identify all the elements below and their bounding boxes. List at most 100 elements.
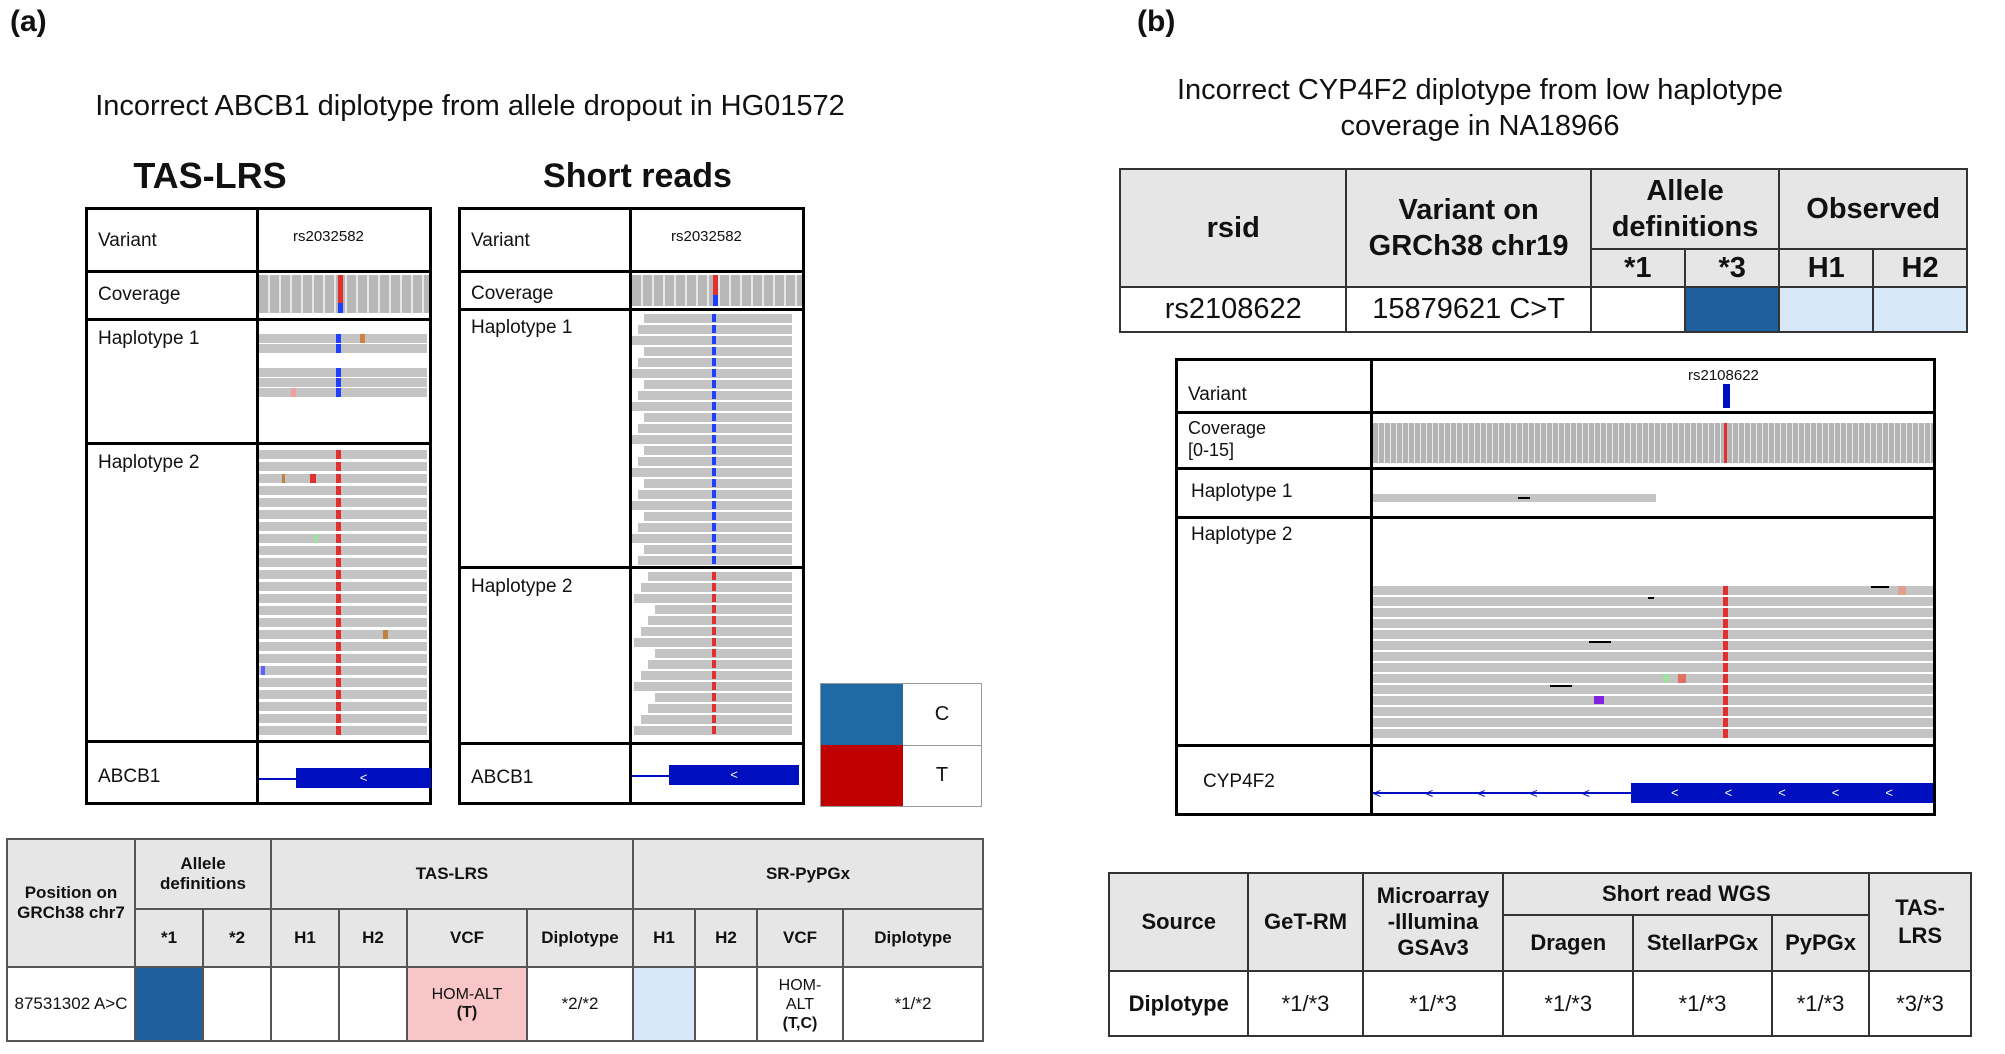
haplotype2-label: Haplotype 2 — [1191, 524, 1293, 545]
header-stellarpgx: StellarPGx — [1632, 914, 1773, 972]
gene-label: ABCB1 — [98, 766, 161, 787]
mismatch-mark — [1678, 674, 1686, 683]
subheader: *1 — [134, 908, 204, 968]
haplotype1-label: Haplotype 1 — [98, 328, 200, 349]
header-rsid: rsid — [1118, 168, 1348, 288]
read — [641, 583, 792, 592]
read — [644, 479, 792, 488]
tas-h2-empty — [338, 966, 408, 1042]
read — [644, 347, 792, 356]
diplotype-stellarpgx: *1/*3 — [1632, 970, 1773, 1037]
allele-mark-c — [712, 413, 716, 421]
read — [259, 570, 427, 579]
allele-mark-t — [1723, 619, 1728, 628]
read — [259, 582, 427, 591]
star3-filled — [1684, 286, 1781, 333]
allele-mark-c — [712, 545, 716, 553]
panel-b-title-line2: coverage in NA18966 — [1340, 110, 1620, 142]
allele-mark-t — [336, 486, 341, 495]
allele-mark-t — [1723, 652, 1728, 661]
allele-mark-c — [712, 391, 716, 399]
header-tas-line2: LRS — [1898, 923, 1943, 948]
read — [644, 314, 792, 323]
header-microarray-line3: GSAv3 — [1397, 935, 1469, 960]
read — [259, 654, 427, 663]
coverage-label-line2: [0-15] — [1188, 440, 1235, 460]
header-getrm: GeT-RM — [1247, 872, 1364, 972]
allele-mark-t — [712, 583, 716, 591]
allele-mark-t — [336, 558, 341, 567]
allele-mark-t — [1723, 608, 1728, 617]
allele-mark-t — [336, 546, 341, 555]
allele-mark-t — [1723, 641, 1728, 650]
allele-mark-c — [712, 446, 716, 454]
variant-label: Variant — [1188, 384, 1247, 405]
insertion-mark — [1594, 696, 1604, 704]
read — [644, 446, 792, 455]
sr-vcf-line3: (T,C) — [782, 1014, 818, 1032]
gene-intron-line — [632, 775, 672, 777]
allele-mark-t — [712, 616, 716, 624]
tas-lrs-caption: TAS-LRS — [133, 155, 287, 196]
read — [641, 715, 792, 724]
legend-label-c: C — [903, 684, 981, 746]
sr-vcf-cell: HOM-ALT(T,C) — [756, 966, 844, 1042]
allele-mark-c — [712, 380, 716, 388]
read — [648, 660, 792, 669]
position-cell: 87531302 A>C — [6, 966, 136, 1042]
allele-mark-c — [712, 457, 716, 465]
allele-mark-c — [712, 479, 716, 487]
header-tas-lrs: TAS-LRS — [270, 838, 634, 910]
variant-rsid: rs2032582 — [293, 228, 364, 245]
allele-mark-t — [336, 594, 341, 603]
read — [259, 498, 427, 507]
header-variant-line1: Variant on — [1398, 194, 1539, 226]
allele-mark-t — [336, 450, 341, 459]
haplotype1-read — [1373, 494, 1656, 502]
deletion-mark — [1648, 597, 1654, 599]
allele-mark-t — [336, 690, 341, 699]
diplotype-tas-lrs: *3/*3 — [1868, 970, 1972, 1037]
coverage-track — [1373, 423, 1933, 463]
allele-mark-c — [712, 435, 716, 443]
allele-mark-c — [712, 424, 716, 432]
allele-mark-t — [1723, 674, 1728, 683]
header-allele-line1: Allele — [1646, 175, 1724, 207]
diplotype-getrm: *1/*3 — [1247, 970, 1364, 1037]
gene-intron-arrows: <<<<< — [1373, 785, 1634, 801]
rsid-cell: rs2108622 — [1118, 286, 1348, 333]
allele-mark-t — [336, 510, 341, 519]
coverage-label-line1: Coverage — [1188, 418, 1267, 438]
allele-mark-c — [712, 534, 716, 542]
read — [1373, 696, 1933, 705]
coverage-blue-bar — [713, 295, 718, 306]
read — [259, 690, 427, 699]
subheader: VCF — [756, 908, 844, 968]
allele-mark-c — [712, 501, 716, 509]
allele-mark-c — [712, 336, 716, 344]
variant-rsid: rs2108622 — [1688, 367, 1759, 384]
allele-mark-t — [712, 572, 716, 580]
coverage-label: Coverage — [471, 283, 554, 304]
allele-mark-t — [336, 570, 341, 579]
read — [259, 450, 427, 459]
read — [259, 594, 427, 603]
sr-vcf-line2: ALT — [785, 995, 815, 1013]
legend-label-t: T — [935, 764, 949, 786]
allele-mark-t — [712, 726, 716, 734]
allele-mark-t — [1723, 696, 1728, 705]
header-pypgx: PyPGx — [1770, 914, 1871, 972]
read — [259, 642, 427, 651]
tas-vcf-line2: (T) — [456, 1004, 478, 1021]
allele-mark-c — [336, 334, 341, 343]
allele-mark-c — [712, 347, 716, 355]
allele-mark-t — [336, 606, 341, 615]
sr-vcf-line1: HOM- — [778, 976, 822, 994]
subheader: VCF — [406, 908, 528, 968]
diplotype-dragen: *1/*3 — [1502, 970, 1635, 1037]
read — [259, 334, 427, 343]
read — [655, 693, 792, 702]
